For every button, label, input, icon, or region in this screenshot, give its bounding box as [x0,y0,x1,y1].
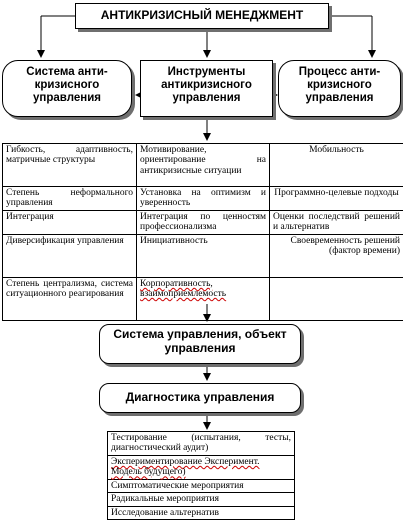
grid-cell: Своевременность решений (фактор времени) [269,233,403,278]
grid-cell: Мобильность [269,143,403,187]
grid-row: Интеграция Интеграция по ценностям профе… [2,209,403,235]
grid-row: Степень неформального управления Установ… [2,186,403,211]
tools-column-box: Инструменты антикризисного управления [140,60,273,117]
grid-cell: Интеграция [2,209,137,235]
list-item-text: Исследование альтернатив [107,505,295,521]
list-item: Исследование альтернатив [107,505,295,521]
grid-row: Степень централизма, система ситуационно… [2,276,403,321]
management-system-box: Система управления, объект управления [99,324,301,364]
grid-cell: Корпоративность, взаимоприемлемость [136,276,270,321]
grid-cell: Диверсификация управления [2,233,137,278]
grid-cell: Степень централизма, система ситуационно… [2,276,137,321]
system-column-box: Система анти-кризисного управления [2,60,132,117]
list-item-text: Тестирование (испытания, тесты, диагност… [107,431,295,456]
grid-cell: Мотивирование, ориентирование на антикри… [136,143,270,187]
diagnostics-box: Диагностика управления [99,383,301,413]
properties-grid: Гибкость, адаптивность, матричные структ… [2,143,403,321]
list-item-text: Симптоматические мероприятия [107,478,295,494]
list-item-text: Экспериментирование Эксперимент. Модель … [107,454,295,480]
grid-cell: Оценки последствий решений и альтернатив [269,209,403,235]
list-item: Тестирование (испытания, тесты, диагност… [107,431,295,456]
grid-cell: Программно-целевые подходы [269,186,403,211]
list-item: Экспериментирование Эксперимент. Модель … [107,454,295,480]
grid-row: Диверсификация управления Инициативность… [2,233,403,278]
list-item: Симптоматические мероприятия [107,478,295,494]
list-item-text: Радикальные мероприятия [107,492,295,507]
grid-cell: Степень неформального управления [2,186,137,211]
grid-cell: Инициативность [136,233,270,278]
grid-row: Гибкость, адаптивность, матричные структ… [2,143,403,187]
diagnostics-list: Тестирование (испытания, тесты, диагност… [107,431,295,521]
list-item: Радикальные мероприятия [107,492,295,507]
process-column-box: Процесс анти-кризисного управления [278,60,401,117]
grid-cell [269,276,403,321]
grid-cell: Гибкость, адаптивность, матричные структ… [2,143,137,187]
title-box: АНТИКРИЗИСНЫЙ МЕНЕДЖМЕНТ [75,3,329,29]
grid-cell: Установка на оптимизм и уверенность [136,186,270,211]
grid-cell: Интеграция по ценностям профессионализма [136,209,270,235]
